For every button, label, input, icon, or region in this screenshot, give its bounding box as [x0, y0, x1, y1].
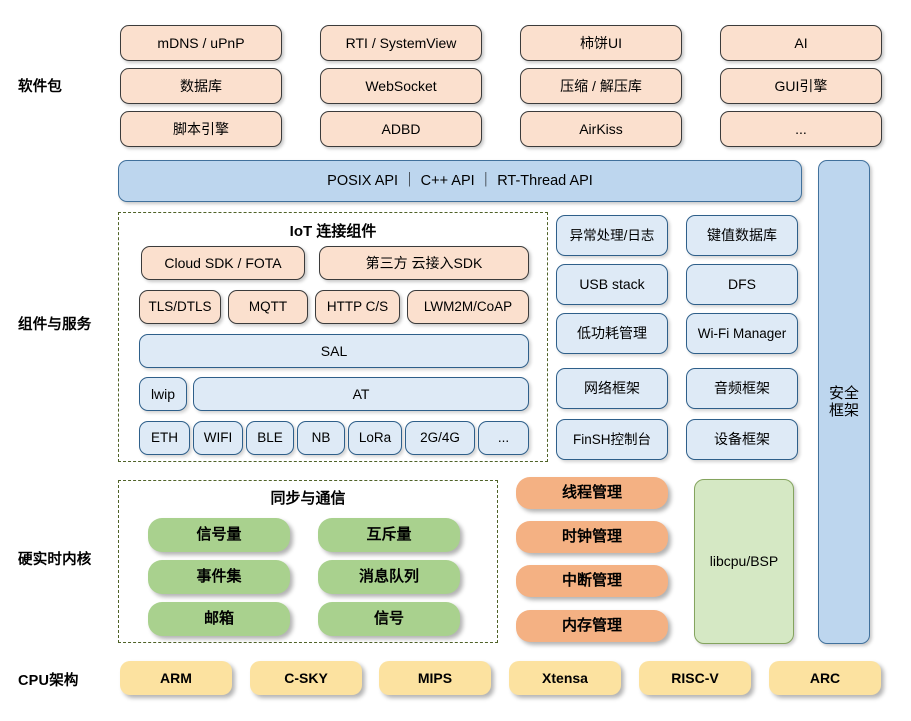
component-box[interactable]: 低功耗管理 [556, 313, 668, 354]
software-package-box[interactable]: mDNS / uPnP [120, 25, 282, 61]
security-framework-line2: 框架 [828, 402, 859, 419]
cpu-arch-box[interactable]: MIPS [379, 661, 491, 695]
ipc-box[interactable]: 信号量 [148, 518, 290, 552]
component-box[interactable]: 键值数据库 [686, 215, 798, 256]
software-package-box[interactable]: 脚本引擎 [120, 111, 282, 147]
component-box[interactable]: 网络框架 [556, 368, 668, 409]
kernel-management-box[interactable]: 线程管理 [516, 477, 668, 509]
iot-link-box[interactable]: NB [297, 421, 345, 455]
cpu-arch-box[interactable]: C-SKY [250, 661, 362, 695]
kernel-management-box[interactable]: 时钟管理 [516, 521, 668, 553]
cpu-arch-box[interactable]: Xtensa [509, 661, 621, 695]
security-framework-line1: 安全 [828, 384, 859, 402]
iot-link-box[interactable]: LoRa [348, 421, 402, 455]
software-package-box[interactable]: 压缩 / 解压库 [520, 68, 682, 104]
iot-link-box[interactable]: ... [478, 421, 529, 455]
cpu-arch-box[interactable]: RISC-V [639, 661, 751, 695]
component-box[interactable]: Wi-Fi Manager [686, 313, 798, 354]
software-package-box[interactable]: RTI / SystemView [320, 25, 482, 61]
ipc-box[interactable]: 事件集 [148, 560, 290, 594]
ipc-box[interactable]: 邮箱 [148, 602, 290, 636]
software-package-box[interactable]: ... [720, 111, 882, 147]
iot-connect-group [118, 212, 548, 462]
row-label-components-services: 组件与服务 [18, 317, 92, 333]
iot-lwip-box[interactable]: lwip [139, 377, 187, 411]
software-package-box[interactable]: GUI引擎 [720, 68, 882, 104]
row-label-realtime-kernel: 硬实时内核 [18, 552, 92, 568]
row-label-software-packages: 软件包 [18, 79, 63, 95]
component-box[interactable]: DFS [686, 264, 798, 305]
iot-sal-box[interactable]: SAL [139, 334, 529, 368]
iot-protocol-box[interactable]: MQTT [228, 290, 308, 324]
iot-connect-group-title: IoT 连接组件 [289, 223, 377, 240]
component-box[interactable]: 异常处理/日志 [556, 215, 668, 256]
iot-link-box[interactable]: BLE [246, 421, 294, 455]
iot-link-box[interactable]: 2G/4G [405, 421, 475, 455]
kernel-management-box[interactable]: 内存管理 [516, 610, 668, 642]
ipc-box[interactable]: 信号 [318, 602, 460, 636]
component-box[interactable]: 设备框架 [686, 419, 798, 460]
iot-link-box[interactable]: WIFI [193, 421, 243, 455]
iot-link-box[interactable]: ETH [139, 421, 190, 455]
iot-protocol-box[interactable]: TLS/DTLS [139, 290, 221, 324]
iot-sdk-box[interactable]: Cloud SDK / FOTA [141, 246, 305, 280]
libcpu-bsp-box[interactable]: libcpu/BSP [694, 479, 794, 644]
ipc-box[interactable]: 消息队列 [318, 560, 460, 594]
ipc-group [118, 480, 498, 643]
api-bar[interactable]: POSIX API ｜ C++ API ｜ RT-Thread API [118, 160, 802, 202]
iot-sdk-box[interactable]: 第三方 云接入SDK [319, 246, 529, 280]
software-package-box[interactable]: AI [720, 25, 882, 61]
software-package-box[interactable]: 柿饼UI [520, 25, 682, 61]
component-box[interactable]: FinSH控制台 [556, 419, 668, 460]
ipc-box[interactable]: 互斥量 [318, 518, 460, 552]
component-box[interactable]: 音频框架 [686, 368, 798, 409]
cpu-arch-box[interactable]: ARC [769, 661, 881, 695]
iot-at-box[interactable]: AT [193, 377, 529, 411]
row-label-cpu-arch: CPU架构 [18, 673, 79, 689]
kernel-management-box[interactable]: 中断管理 [516, 565, 668, 597]
iot-protocol-box[interactable]: HTTP C/S [315, 290, 400, 324]
software-package-box[interactable]: ADBD [320, 111, 482, 147]
cpu-arch-box[interactable]: ARM [120, 661, 232, 695]
iot-protocol-box[interactable]: LWM2M/CoAP [407, 290, 529, 324]
software-package-box[interactable]: AirKiss [520, 111, 682, 147]
component-box[interactable]: USB stack [556, 264, 668, 305]
ipc-group-title: 同步与通信 [270, 490, 346, 507]
security-framework-box[interactable]: 安全 框架 [818, 160, 870, 644]
software-package-box[interactable]: 数据库 [120, 68, 282, 104]
software-package-box[interactable]: WebSocket [320, 68, 482, 104]
